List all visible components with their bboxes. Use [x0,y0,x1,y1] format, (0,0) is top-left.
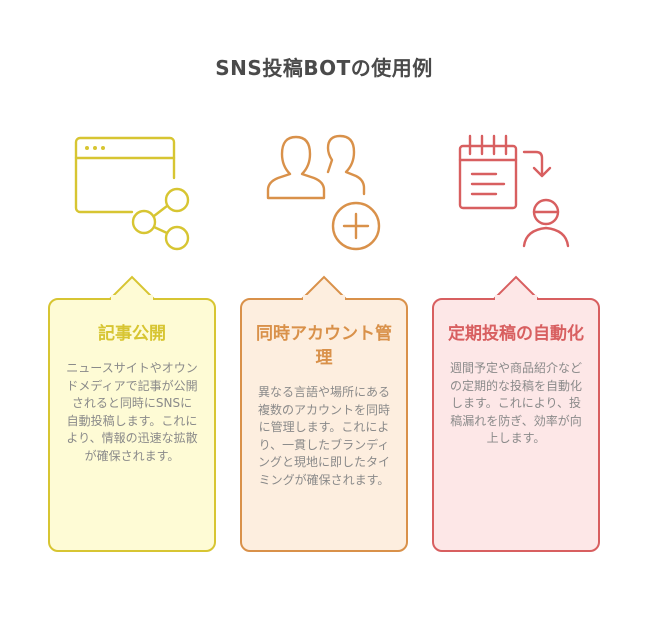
card-description: ニュースサイトやオウンドメディアで記事が公開されると同時にSNSに自動投稿します… [66,361,198,463]
browser-share-icon [74,136,190,251]
card-title: 記事公開 [98,324,166,344]
card-scheduled-post: 定期投稿の自動化 週間予定や商品紹介などの定期的な投稿を自動化します。これにより… [432,298,600,552]
card-description: 異なる言語や場所にある複数のアカウントを同時に管理します。これにより、一貫したブ… [258,385,391,487]
card-article-publish: 記事公開 ニュースサイトやオウンドメディアで記事が公開されると同時にSNSに自動… [48,298,216,552]
card-title: 定期投稿の自動化 [448,324,584,344]
card-description: 週間予定や商品紹介などの定期的な投稿を自動化します。これにより、投稿漏れを防ぎ、… [450,361,583,445]
card-title: 同時アカウント管理 [256,324,392,368]
card-multi-account: 同時アカウント管理 異なる言語や場所にある複数のアカウントを同時に管理します。こ… [240,298,408,552]
users-add-icon [266,134,381,251]
page-title: SNS投稿BOTの使用例 [215,56,433,80]
calendar-user-icon [458,134,570,248]
